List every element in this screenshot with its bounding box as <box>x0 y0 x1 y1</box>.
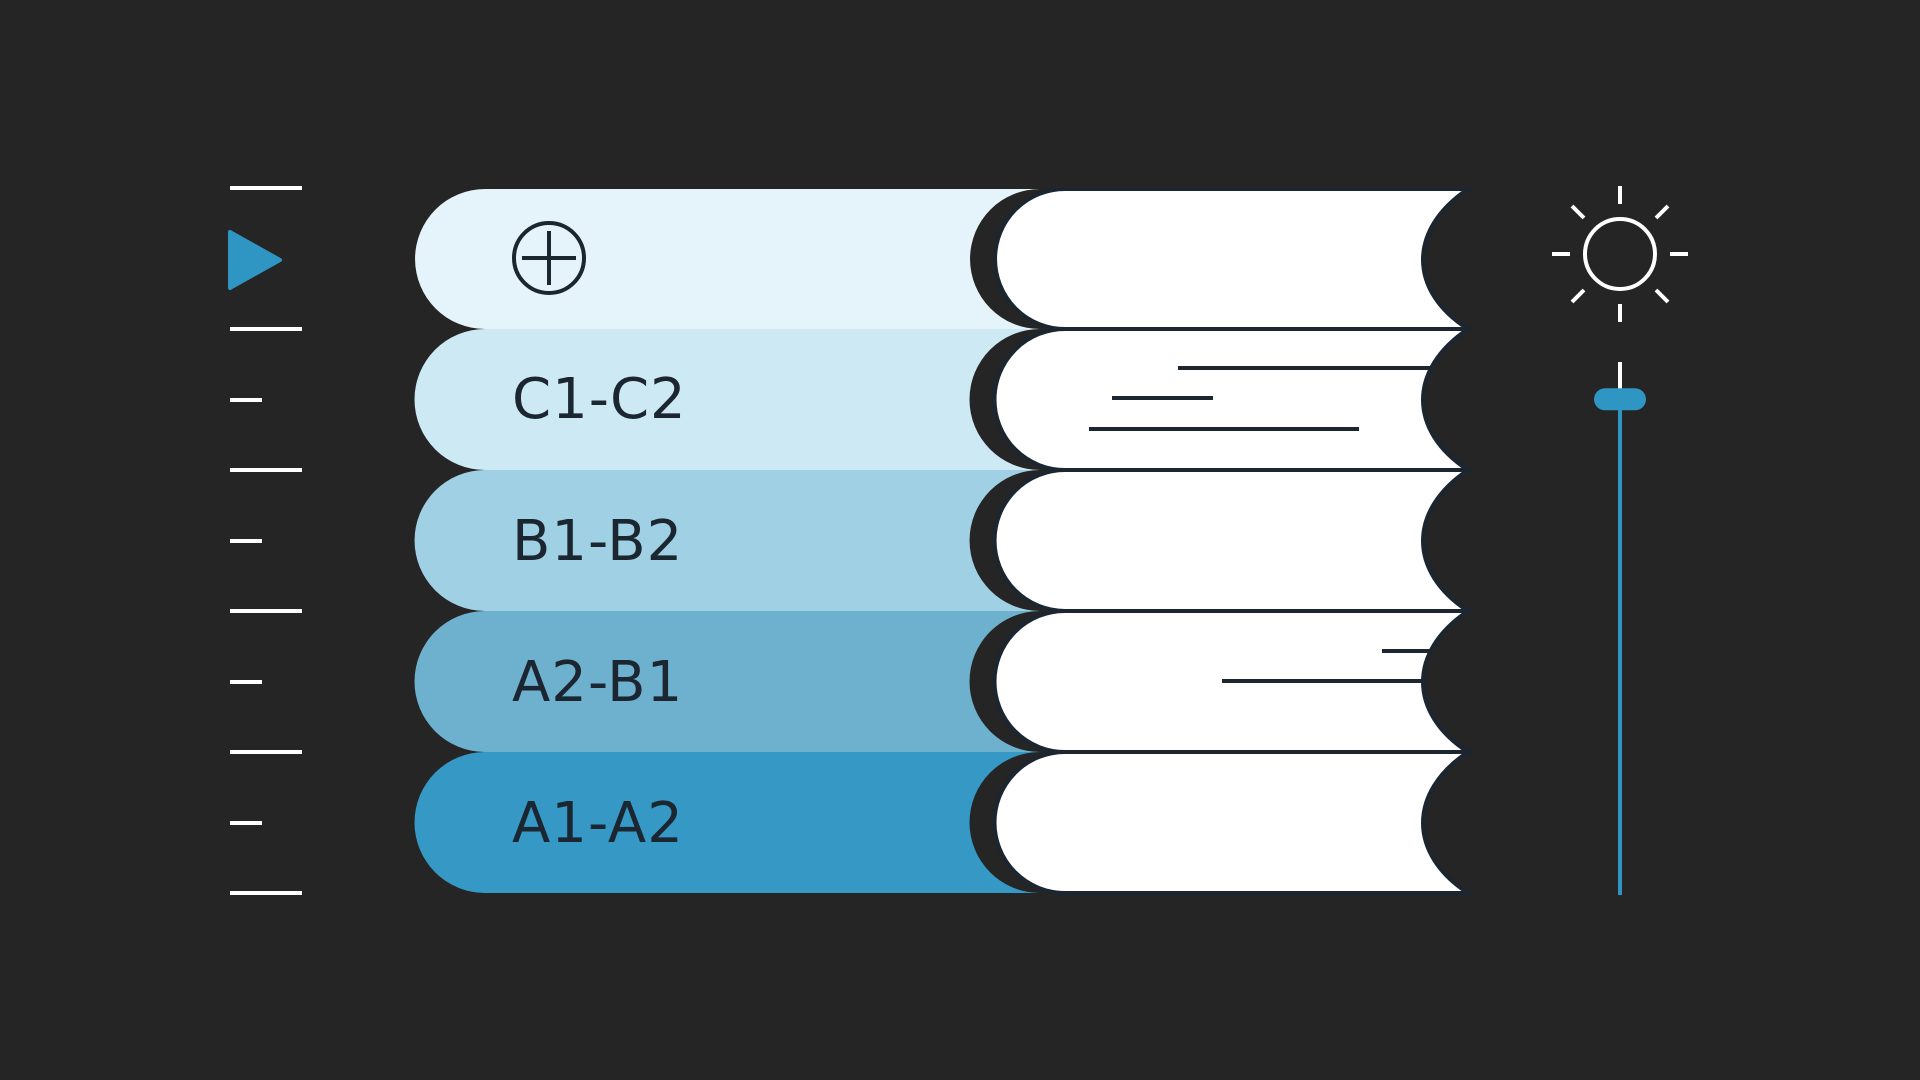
level-band <box>414 470 1040 611</box>
book-page <box>992 468 1475 613</box>
slider-thumb[interactable] <box>1594 388 1646 411</box>
level-label: A1-A2 <box>512 791 684 856</box>
level-row-a2-b1[interactable]: A2-B1 <box>414 609 1475 754</box>
play-triangle-icon[interactable] <box>228 230 282 290</box>
page-lines <box>1089 366 1432 431</box>
sun-icon <box>1552 186 1688 322</box>
level-row-c1-c2[interactable]: C1-C2 <box>414 327 1475 472</box>
brightness-slider[interactable] <box>1594 362 1646 895</box>
page-lines <box>1222 649 1432 683</box>
level-label: B1-B2 <box>512 509 683 574</box>
level-label: C1-C2 <box>512 367 687 432</box>
level-label: A2-B1 <box>512 650 683 715</box>
level-band <box>414 752 1040 893</box>
level-band <box>414 611 1040 752</box>
level-row-add[interactable] <box>415 187 1475 331</box>
level-row-b1-b2[interactable]: B1-B2 <box>414 468 1475 613</box>
book-page <box>992 750 1475 895</box>
book-page <box>993 187 1475 331</box>
add-circle-icon[interactable] <box>512 221 586 295</box>
level-stack: C1-C2 B1-B2 A2-B1 A1-A2 <box>414 187 1475 895</box>
level-band <box>415 189 1041 329</box>
level-ruler <box>230 186 302 895</box>
level-row-a1-a2[interactable]: A1-A2 <box>414 750 1475 895</box>
level-band <box>414 329 1040 470</box>
book-page <box>992 327 1475 472</box>
